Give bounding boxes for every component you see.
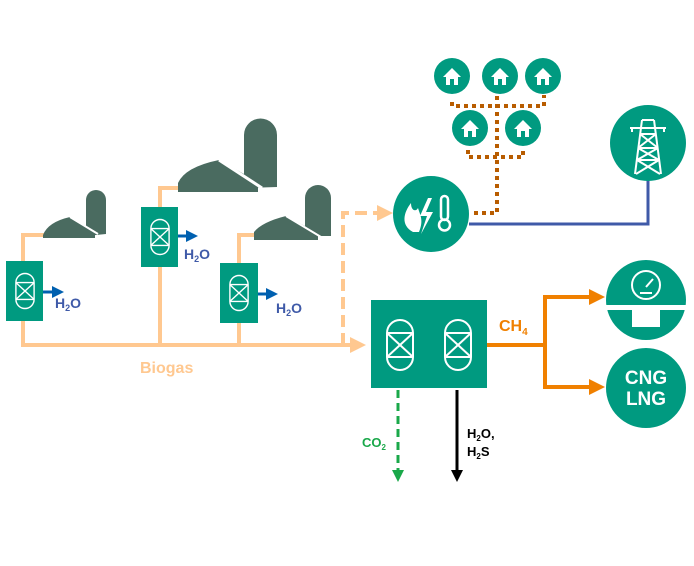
digester-icon xyxy=(178,160,258,192)
separator-3: H2O xyxy=(220,263,302,323)
digester-2 xyxy=(178,118,277,192)
lng-label: LNG xyxy=(626,389,666,410)
cng-label: CNG xyxy=(625,368,667,389)
separator-2: H2O xyxy=(141,207,210,267)
methane-label: CH4 xyxy=(499,318,528,338)
water-label: H2O xyxy=(184,246,210,264)
water-label: H2O xyxy=(55,295,81,313)
cng-lng-icon xyxy=(606,348,686,428)
water-label: H2O xyxy=(276,300,302,318)
biogas-pipes xyxy=(21,186,393,353)
power-grid xyxy=(610,105,686,181)
heat-network xyxy=(450,95,546,215)
electricity-line xyxy=(469,180,650,226)
upgrader-icon xyxy=(371,300,487,388)
upgrader-unit xyxy=(371,300,487,388)
digester-icon xyxy=(43,217,95,238)
cng-lng: CNG LNG xyxy=(606,348,686,428)
co2-label: CO2 xyxy=(362,435,387,452)
methane-pipes xyxy=(487,289,605,395)
house-5 xyxy=(505,110,541,146)
chp-icon xyxy=(404,194,452,234)
separator-1: H2O xyxy=(6,261,81,321)
digester-3 xyxy=(254,185,331,240)
house-2 xyxy=(482,58,518,94)
waste-label-line1: H2O, xyxy=(467,426,495,443)
house-3 xyxy=(525,58,561,94)
house-1 xyxy=(434,58,470,94)
gas-grid-gauge-icon xyxy=(631,270,661,300)
house-4 xyxy=(452,110,488,146)
biogas-label: Biogas xyxy=(140,360,193,377)
gas-grid xyxy=(600,260,692,340)
digester-1 xyxy=(43,190,106,238)
power-tower-icon xyxy=(630,119,666,175)
chp-unit xyxy=(393,176,469,252)
waste-label-line2: H2S xyxy=(467,444,490,461)
digester-icon xyxy=(254,216,318,240)
